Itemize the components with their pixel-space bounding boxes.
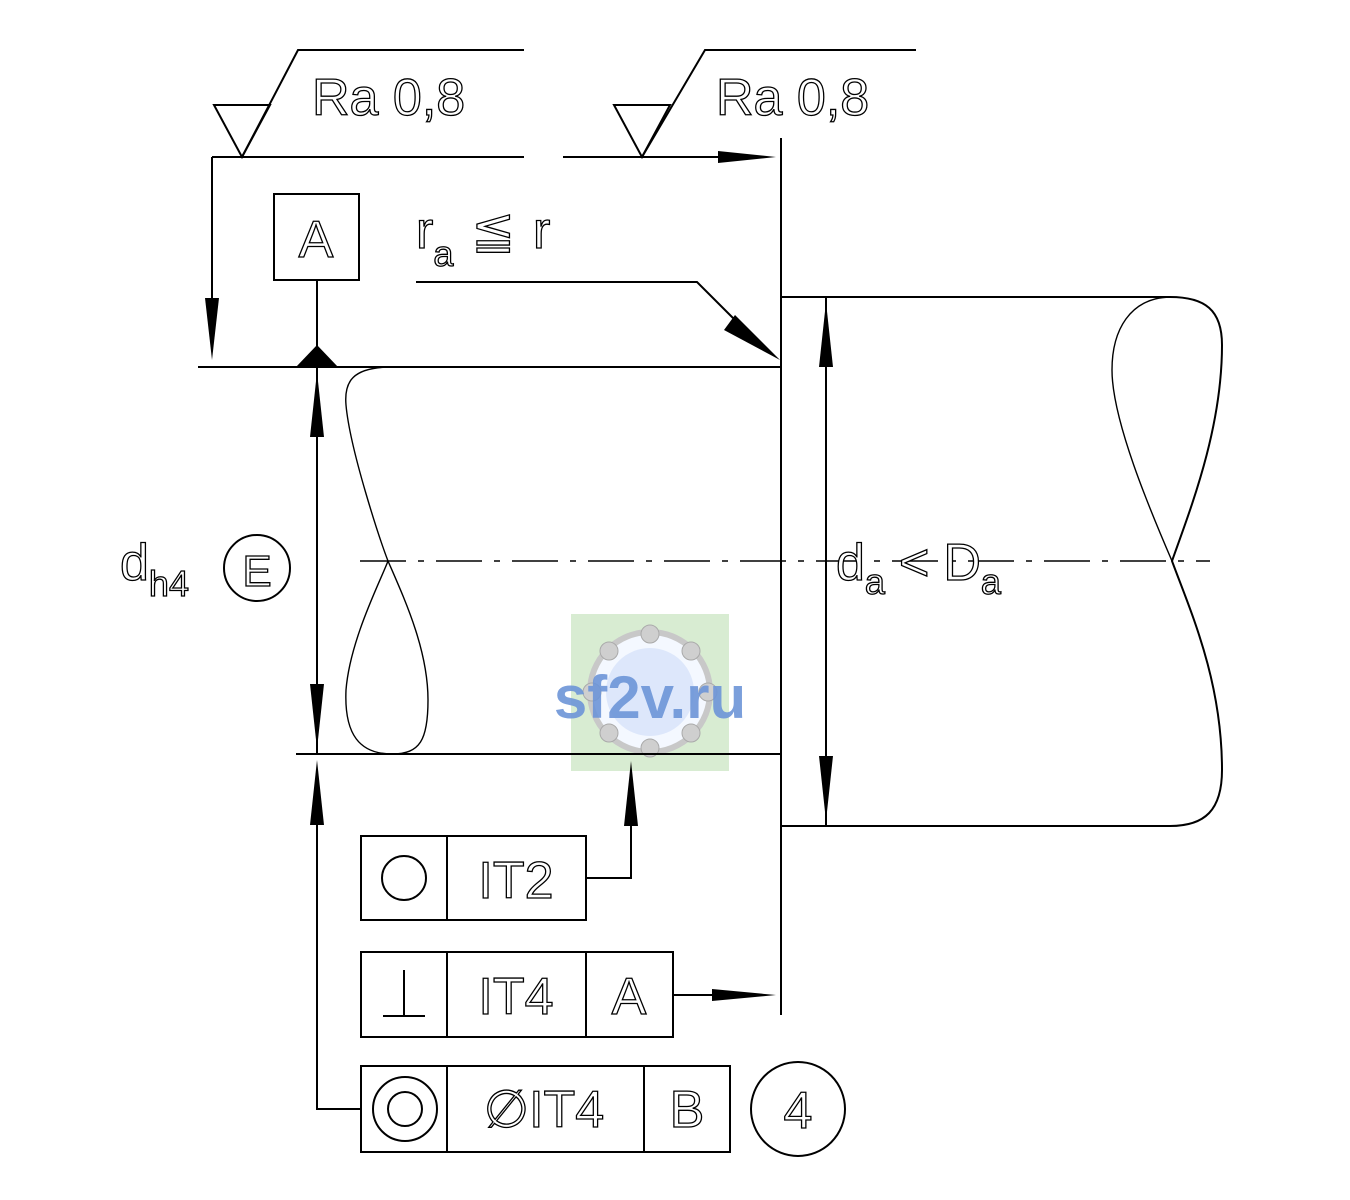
roughness-label-right: Ra 0,8 xyxy=(716,69,869,127)
svg-text:dh4: dh4 xyxy=(120,534,189,604)
radius-operator: ≦ xyxy=(471,202,515,260)
housing-outline xyxy=(780,138,1224,1015)
concentricity-icon xyxy=(372,1076,438,1142)
radius-symbol: r xyxy=(416,202,433,260)
datum-a-label: A xyxy=(299,211,334,269)
fillet-radius-note: ra≦r xyxy=(415,201,780,360)
roundness-tolerance-frame: IT2 xyxy=(360,761,638,921)
datum-a-marker: A xyxy=(273,193,360,367)
svg-text:ra≦r: ra≦r xyxy=(416,202,550,274)
shaft-outline xyxy=(198,366,781,755)
abutment-D-symbol: D xyxy=(943,534,981,592)
radius-rhs: r xyxy=(533,202,550,260)
coaxiality-datum: B xyxy=(670,1081,705,1139)
surface-leaders xyxy=(205,151,776,360)
envelope-requirement: E xyxy=(242,547,271,596)
surface-finish-symbol-right: Ra 0,8 xyxy=(612,49,916,160)
abutment-diameter-dimension: da<Da xyxy=(819,297,1003,826)
abutment-D-subscript: a xyxy=(981,561,1002,602)
abutment-d-subscript: a xyxy=(865,561,886,602)
roundness-tolerance-value: IT2 xyxy=(478,852,553,910)
radius-subscript: a xyxy=(433,233,454,274)
shaft-diameter-dimension: dh4 E xyxy=(119,367,324,754)
bearing-ball-icon xyxy=(582,624,718,758)
roundness-icon xyxy=(381,855,427,901)
perpendicularity-icon xyxy=(383,970,425,1017)
roughness-label-left: Ra 0,8 xyxy=(312,69,465,127)
shaft-diameter-tolerance: h4 xyxy=(149,563,189,604)
shaft-diameter-symbol: d xyxy=(120,534,149,592)
perpendicularity-datum: A xyxy=(612,968,647,1026)
svg-text:da<Da: da<Da xyxy=(836,534,1002,602)
coaxiality-note: 4 xyxy=(784,1082,813,1140)
coaxiality-tolerance-frame: ∅IT4 B 4 xyxy=(310,760,846,1157)
abutment-operator: < xyxy=(899,534,929,592)
coaxiality-tolerance-value: ∅IT4 xyxy=(484,1081,604,1139)
surface-finish-symbol-left: Ra 0,8 xyxy=(212,49,524,160)
watermark: sf2v.ru xyxy=(554,614,746,771)
perpendicularity-tolerance-frame: IT4 A xyxy=(360,951,776,1038)
abutment-d-symbol: d xyxy=(836,534,865,592)
watermark-text: sf2v.ru xyxy=(554,664,746,731)
perpendicularity-tolerance-value: IT4 xyxy=(478,968,553,1026)
